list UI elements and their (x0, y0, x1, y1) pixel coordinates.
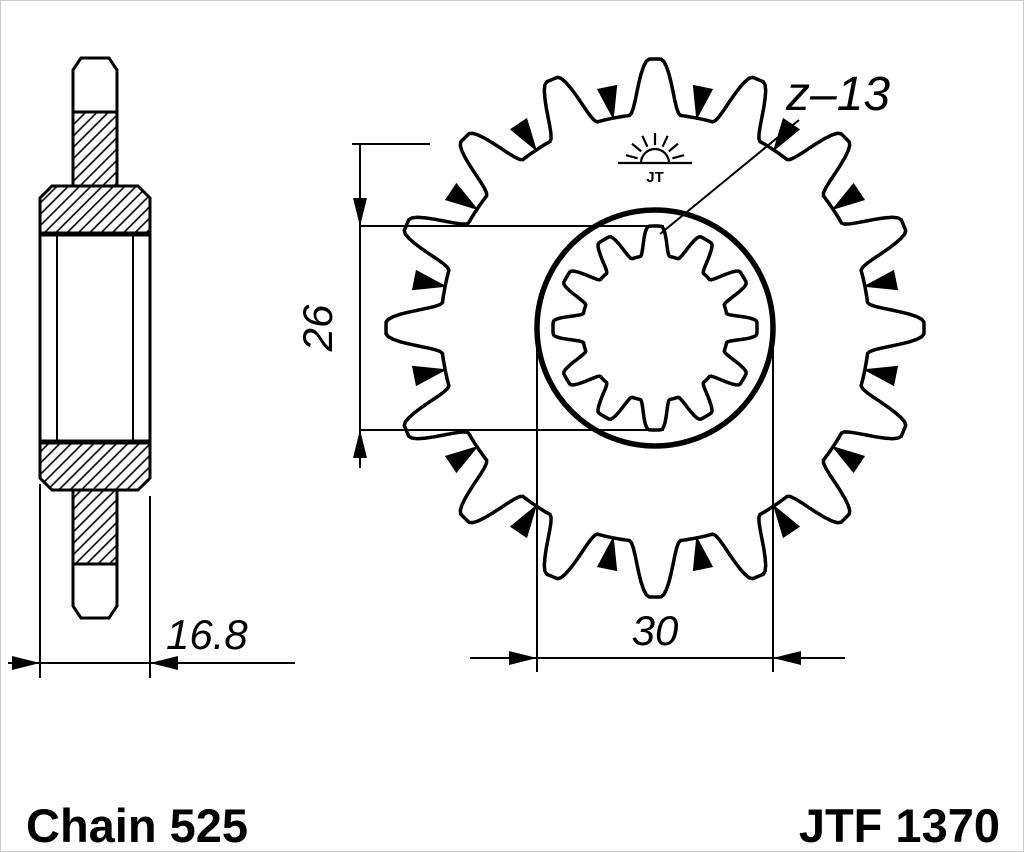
dimension-26: 26 (294, 143, 664, 468)
spline-bore-outline (551, 224, 759, 432)
logo-ray (672, 154, 685, 160)
logo-ray (668, 142, 679, 153)
logo-ray (625, 154, 638, 160)
dim30-arrow-right (773, 651, 801, 665)
jt-logo: JT (618, 133, 692, 186)
dimension-16-8: 16.8 (8, 484, 295, 678)
dim26-arrow-top (353, 198, 367, 226)
hub-circle (534, 207, 776, 449)
dim168-arrow-left (12, 656, 40, 670)
logo-text: JT (646, 169, 664, 186)
front-view: JT (384, 57, 926, 599)
teeth-count-label: z–13 (785, 68, 890, 121)
dim30-value: 30 (632, 607, 679, 654)
chain-size-label: Chain 525 (26, 799, 248, 852)
dim26-value: 26 (294, 304, 341, 352)
dim168-value: 16.8 (166, 611, 248, 658)
sprocket-teeth-outline (384, 57, 926, 599)
hub-top-tooth-section (71, 110, 119, 188)
dim168-arrow-right (150, 656, 178, 670)
dim30-arrow-left (509, 651, 537, 665)
hub-bottom-flange-section (38, 440, 152, 492)
teeth-callout: z–13 (659, 68, 890, 235)
logo-ray (641, 135, 649, 148)
logo-ray (661, 135, 669, 148)
footer-labels: Chain 525 JTF 1370 (26, 799, 1000, 852)
logo-ray (631, 142, 642, 153)
hub-bottom-cap (71, 562, 119, 620)
dimension-30: 30 (470, 334, 845, 672)
part-number-label: JTF 1370 (799, 799, 1000, 852)
callout-leader-line (659, 119, 800, 235)
hub-top-flange-section (38, 184, 152, 236)
logo-sun-icon (639, 147, 671, 164)
hub-bottom-tooth-section (71, 488, 119, 566)
side-view (38, 56, 152, 620)
dim26-arrow-bottom (353, 430, 367, 458)
hub-top-cap (71, 56, 119, 114)
logo-rays (625, 133, 685, 160)
